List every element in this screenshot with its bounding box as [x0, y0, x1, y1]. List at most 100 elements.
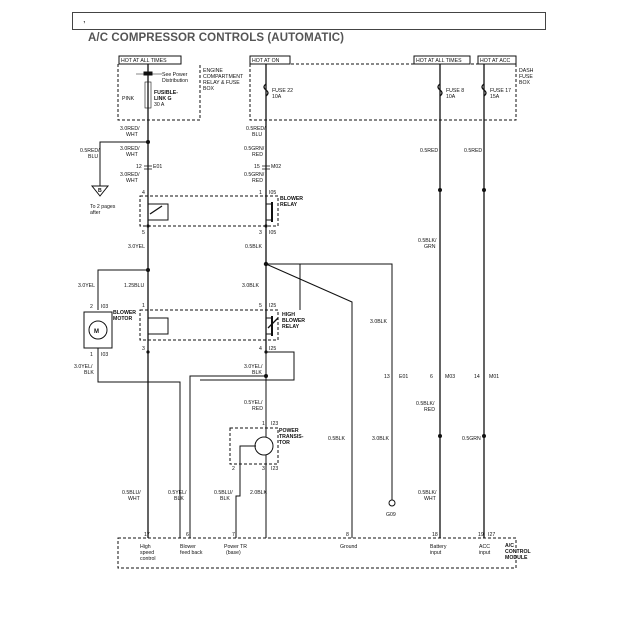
- wire-label: BLU: [88, 154, 98, 160]
- wire-label: 0.5RED/: [246, 126, 266, 132]
- wire-label: 0.5BLK/: [418, 490, 437, 496]
- high-blower-relay-label3: RELAY: [282, 324, 300, 330]
- wire-label: 3.0RED/: [120, 126, 140, 132]
- connector-i23: I23: [271, 466, 278, 472]
- hot-at-acc-label: HOT AT ACC: [480, 58, 511, 64]
- wire-label: 1.25BLU: [124, 283, 144, 289]
- power-transistor-box: [229, 427, 279, 465]
- module-pin: 19: [478, 532, 484, 538]
- connector-pin: 1: [90, 352, 93, 358]
- wire-label: WHT: [424, 496, 437, 502]
- connector-pin: 1: [142, 303, 145, 309]
- connector-pin: 15: [254, 164, 260, 170]
- power-transistor-label2: TRANSIS-: [279, 434, 304, 440]
- page-header-mark: ,: [83, 14, 86, 24]
- power-transistor-label: POWER: [279, 428, 299, 434]
- connector-e01: E01: [399, 374, 408, 380]
- wire-label: 0.5BLK/: [416, 401, 435, 407]
- hot-at-on-label: HOT AT ON: [252, 58, 280, 64]
- connector-pin: 1: [259, 190, 262, 196]
- module-pin-label: speed: [140, 550, 154, 556]
- connector-pin: 13: [384, 374, 390, 380]
- wire-label: BLK: [220, 496, 230, 502]
- engine-relay-box-outline: [117, 64, 201, 121]
- module-pin-label: input: [479, 550, 491, 556]
- wire-label: GRN: [424, 244, 436, 250]
- wire-label: 3.0YEL/: [244, 364, 263, 370]
- wire-label: 3.0RED/: [120, 172, 140, 178]
- connector-pin: 14: [474, 374, 480, 380]
- fuse17-name: FUSE 17: [490, 88, 511, 94]
- fusible-link-name: FUSIBLE-: [154, 90, 178, 96]
- wire-label: 0.5RED: [420, 148, 438, 154]
- wire-label: 2.0BLK: [250, 490, 268, 496]
- fuse22-rating: 10A: [272, 94, 282, 100]
- module-pin-label: ACC: [479, 544, 490, 550]
- wire-label: BLK: [174, 496, 184, 502]
- connector-e01: E01: [153, 164, 162, 170]
- ac-control-module-box: [117, 537, 517, 569]
- connector-pin: 1: [262, 421, 265, 427]
- wire-label: 0.5BLK: [328, 436, 346, 442]
- high-blower-relay-label: HIGH: [282, 312, 295, 318]
- wire-label: 3.0YEL: [128, 244, 145, 250]
- blower-relay-label: BLOWER: [280, 196, 303, 202]
- dash-fuse-box-outline: [249, 63, 517, 121]
- power-transistor-symbol: [254, 436, 274, 456]
- wire-label: RED: [252, 152, 263, 158]
- wire-label: WHT: [126, 178, 139, 184]
- connector-i25: I25: [269, 303, 276, 309]
- wire-label: 0.5BLK/: [418, 238, 437, 244]
- module-pin-label: Blower: [180, 544, 196, 550]
- ref-note: To 2 pages: [90, 204, 116, 210]
- connector-i05: I05: [269, 190, 276, 196]
- wire-label: 0.5YEL/: [244, 400, 263, 406]
- fusible-link-name2: LINK G: [154, 96, 172, 102]
- wire-label: 0.5BLK: [245, 244, 263, 250]
- wire-label: 0.5GRN: [462, 436, 481, 442]
- fuse8-rating: 10A: [446, 94, 456, 100]
- ref-note2: after: [90, 210, 101, 216]
- connector-pin: 3: [262, 466, 265, 472]
- module-name3: MODULE: [505, 555, 528, 561]
- wire-label: RED: [252, 406, 263, 412]
- module-pin: 17: [144, 532, 150, 538]
- connector-i03: I03: [101, 352, 108, 358]
- wire-label: 3.0YEL/: [74, 364, 93, 370]
- connector-pin: 3: [259, 230, 262, 236]
- module-pin-label: High: [140, 544, 151, 550]
- wire-label: 0.5RED: [464, 148, 482, 154]
- fuse8-name: FUSE 8: [446, 88, 464, 94]
- connector-pin: 2: [90, 304, 93, 310]
- fusible-link-note2: Distribution: [162, 78, 188, 84]
- wire-label: WHT: [128, 496, 141, 502]
- wire-label: 3.0YEL: [78, 283, 95, 289]
- wire-label: 3.0RED/: [120, 146, 140, 152]
- wire-label: 3.0BLK: [370, 319, 388, 325]
- page-title: A/C COMPRESSOR CONTROLS (AUTOMATIC): [88, 32, 345, 44]
- fuse17-rating: 15A: [490, 94, 500, 100]
- connector-pin: 4: [259, 346, 262, 352]
- hot-at-all-times-tag-1: [118, 55, 182, 65]
- wire-label: 3.0BLK: [242, 283, 260, 289]
- ref-node-b: B: [98, 188, 102, 194]
- fuse22-name: FUSE 22: [272, 88, 293, 94]
- connector-pin: 5: [259, 303, 262, 309]
- connector-pin: 2: [232, 466, 235, 472]
- wire-label: 0.5BLU/: [122, 490, 141, 496]
- blower-motor-label: BLOWER: [113, 310, 136, 316]
- wire-label: 0.5GRN/: [244, 172, 265, 178]
- module-pin: 8: [346, 532, 349, 538]
- wire-label: 0.5RED/: [80, 148, 100, 154]
- wire-label: 0.5YEL/: [168, 490, 187, 496]
- fusible-link-note: See Power: [162, 72, 188, 78]
- module-pin-label: control: [140, 556, 156, 562]
- connector-pin: 6: [430, 374, 433, 380]
- hot-all-times-label-1: HOT AT ALL TIMES: [121, 58, 167, 64]
- connector-i05: I05: [269, 230, 276, 236]
- wire-label: RED: [424, 407, 435, 413]
- wire-label: 3.0BLK: [372, 436, 390, 442]
- wire-label: WHT: [126, 152, 139, 158]
